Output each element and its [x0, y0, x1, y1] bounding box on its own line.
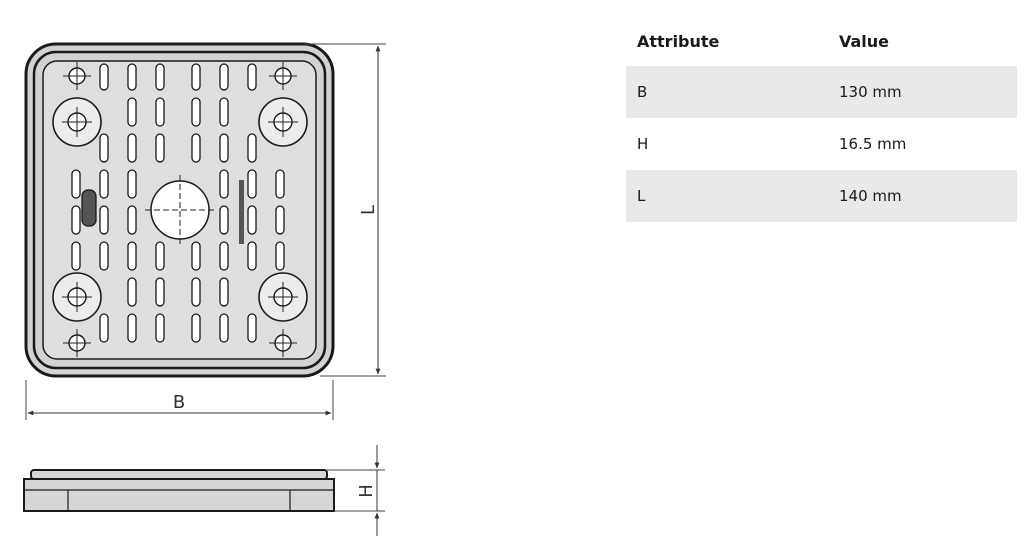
- vacuum-slot: [127, 63, 137, 91]
- table-row: B 130 mm: [626, 66, 1017, 118]
- vacuum-slot: [99, 63, 109, 91]
- dimension-l: L: [305, 43, 386, 377]
- vacuum-slot: [127, 97, 137, 127]
- vacuum-slot: [191, 133, 201, 163]
- cell-attribute: H: [637, 135, 649, 153]
- vacuum-slot: [127, 241, 137, 271]
- vacuum-slot: [219, 205, 229, 235]
- cell-value: 140 mm: [827, 170, 1017, 222]
- vacuum-slot: [155, 313, 165, 343]
- vacuum-slot: [247, 133, 257, 163]
- imprint-mark: [239, 180, 244, 244]
- header-attribute: Attribute: [637, 31, 720, 51]
- vacuum-slot: [191, 97, 201, 127]
- vacuum-slot: [155, 133, 165, 163]
- vacuum-slots: [71, 63, 285, 343]
- vacuum-slot: [219, 97, 229, 127]
- vacuum-slot: [155, 63, 165, 91]
- vacuum-slot: [191, 63, 201, 91]
- vacuum-slot: [219, 241, 229, 271]
- vacuum-slot: [99, 205, 109, 235]
- specification-table: Attribute Value B 130 mm H 16.5 mm L 140…: [626, 16, 1017, 222]
- vacuum-slot: [275, 205, 285, 235]
- vacuum-slot: [191, 277, 201, 307]
- vacuum-slot: [127, 277, 137, 307]
- vacuum-slot: [191, 313, 201, 343]
- vacuum-slot: [191, 241, 201, 271]
- cell-attribute: L: [626, 170, 827, 222]
- dimension-l-label: L: [358, 205, 379, 215]
- vacuum-slot: [275, 241, 285, 271]
- table-row: H 16.5 mm: [626, 118, 1017, 170]
- vacuum-slot: [99, 133, 109, 163]
- vacuum-slot: [99, 313, 109, 343]
- vacuum-slot: [155, 241, 165, 271]
- vacuum-slot: [71, 169, 81, 199]
- vacuum-slot: [155, 277, 165, 307]
- logo-badge: [81, 189, 97, 227]
- vacuum-slot: [127, 313, 137, 343]
- vacuum-slot: [127, 169, 137, 199]
- plate-top-view: [24, 42, 335, 378]
- table-header-row: Attribute Value: [626, 16, 1017, 66]
- vacuum-slot: [247, 63, 257, 91]
- technical-drawing: B L H: [23, 42, 386, 536]
- cell-value: 130 mm: [827, 66, 1017, 118]
- vacuum-slot: [99, 169, 109, 199]
- vacuum-slot: [71, 241, 81, 271]
- vacuum-slot: [219, 63, 229, 91]
- vacuum-slot: [247, 241, 257, 271]
- vacuum-slot: [219, 277, 229, 307]
- table-row: L 140 mm: [626, 170, 1017, 222]
- mounting-holes: [52, 62, 308, 357]
- vacuum-slot: [71, 205, 81, 235]
- cell-value: 16.5 mm: [839, 135, 907, 153]
- vacuum-slot: [247, 313, 257, 343]
- vacuum-slot: [275, 169, 285, 199]
- plate-side-view: [23, 469, 335, 512]
- vacuum-slot: [155, 97, 165, 127]
- vacuum-slot: [247, 169, 257, 199]
- vacuum-slot: [219, 313, 229, 343]
- dimension-h: H: [327, 445, 385, 536]
- dimension-b: B: [25, 380, 334, 420]
- vacuum-slot: [127, 133, 137, 163]
- header-value: Value: [839, 31, 890, 51]
- vacuum-slot: [219, 133, 229, 163]
- vacuum-slot: [219, 169, 229, 199]
- vacuum-slot: [247, 205, 257, 235]
- dimension-h-label: H: [356, 484, 377, 498]
- vacuum-slot: [99, 241, 109, 271]
- vacuum-slot: [127, 205, 137, 235]
- dimension-b-label: B: [173, 392, 185, 413]
- center-hole: [145, 175, 215, 245]
- cell-attribute: B: [626, 66, 827, 118]
